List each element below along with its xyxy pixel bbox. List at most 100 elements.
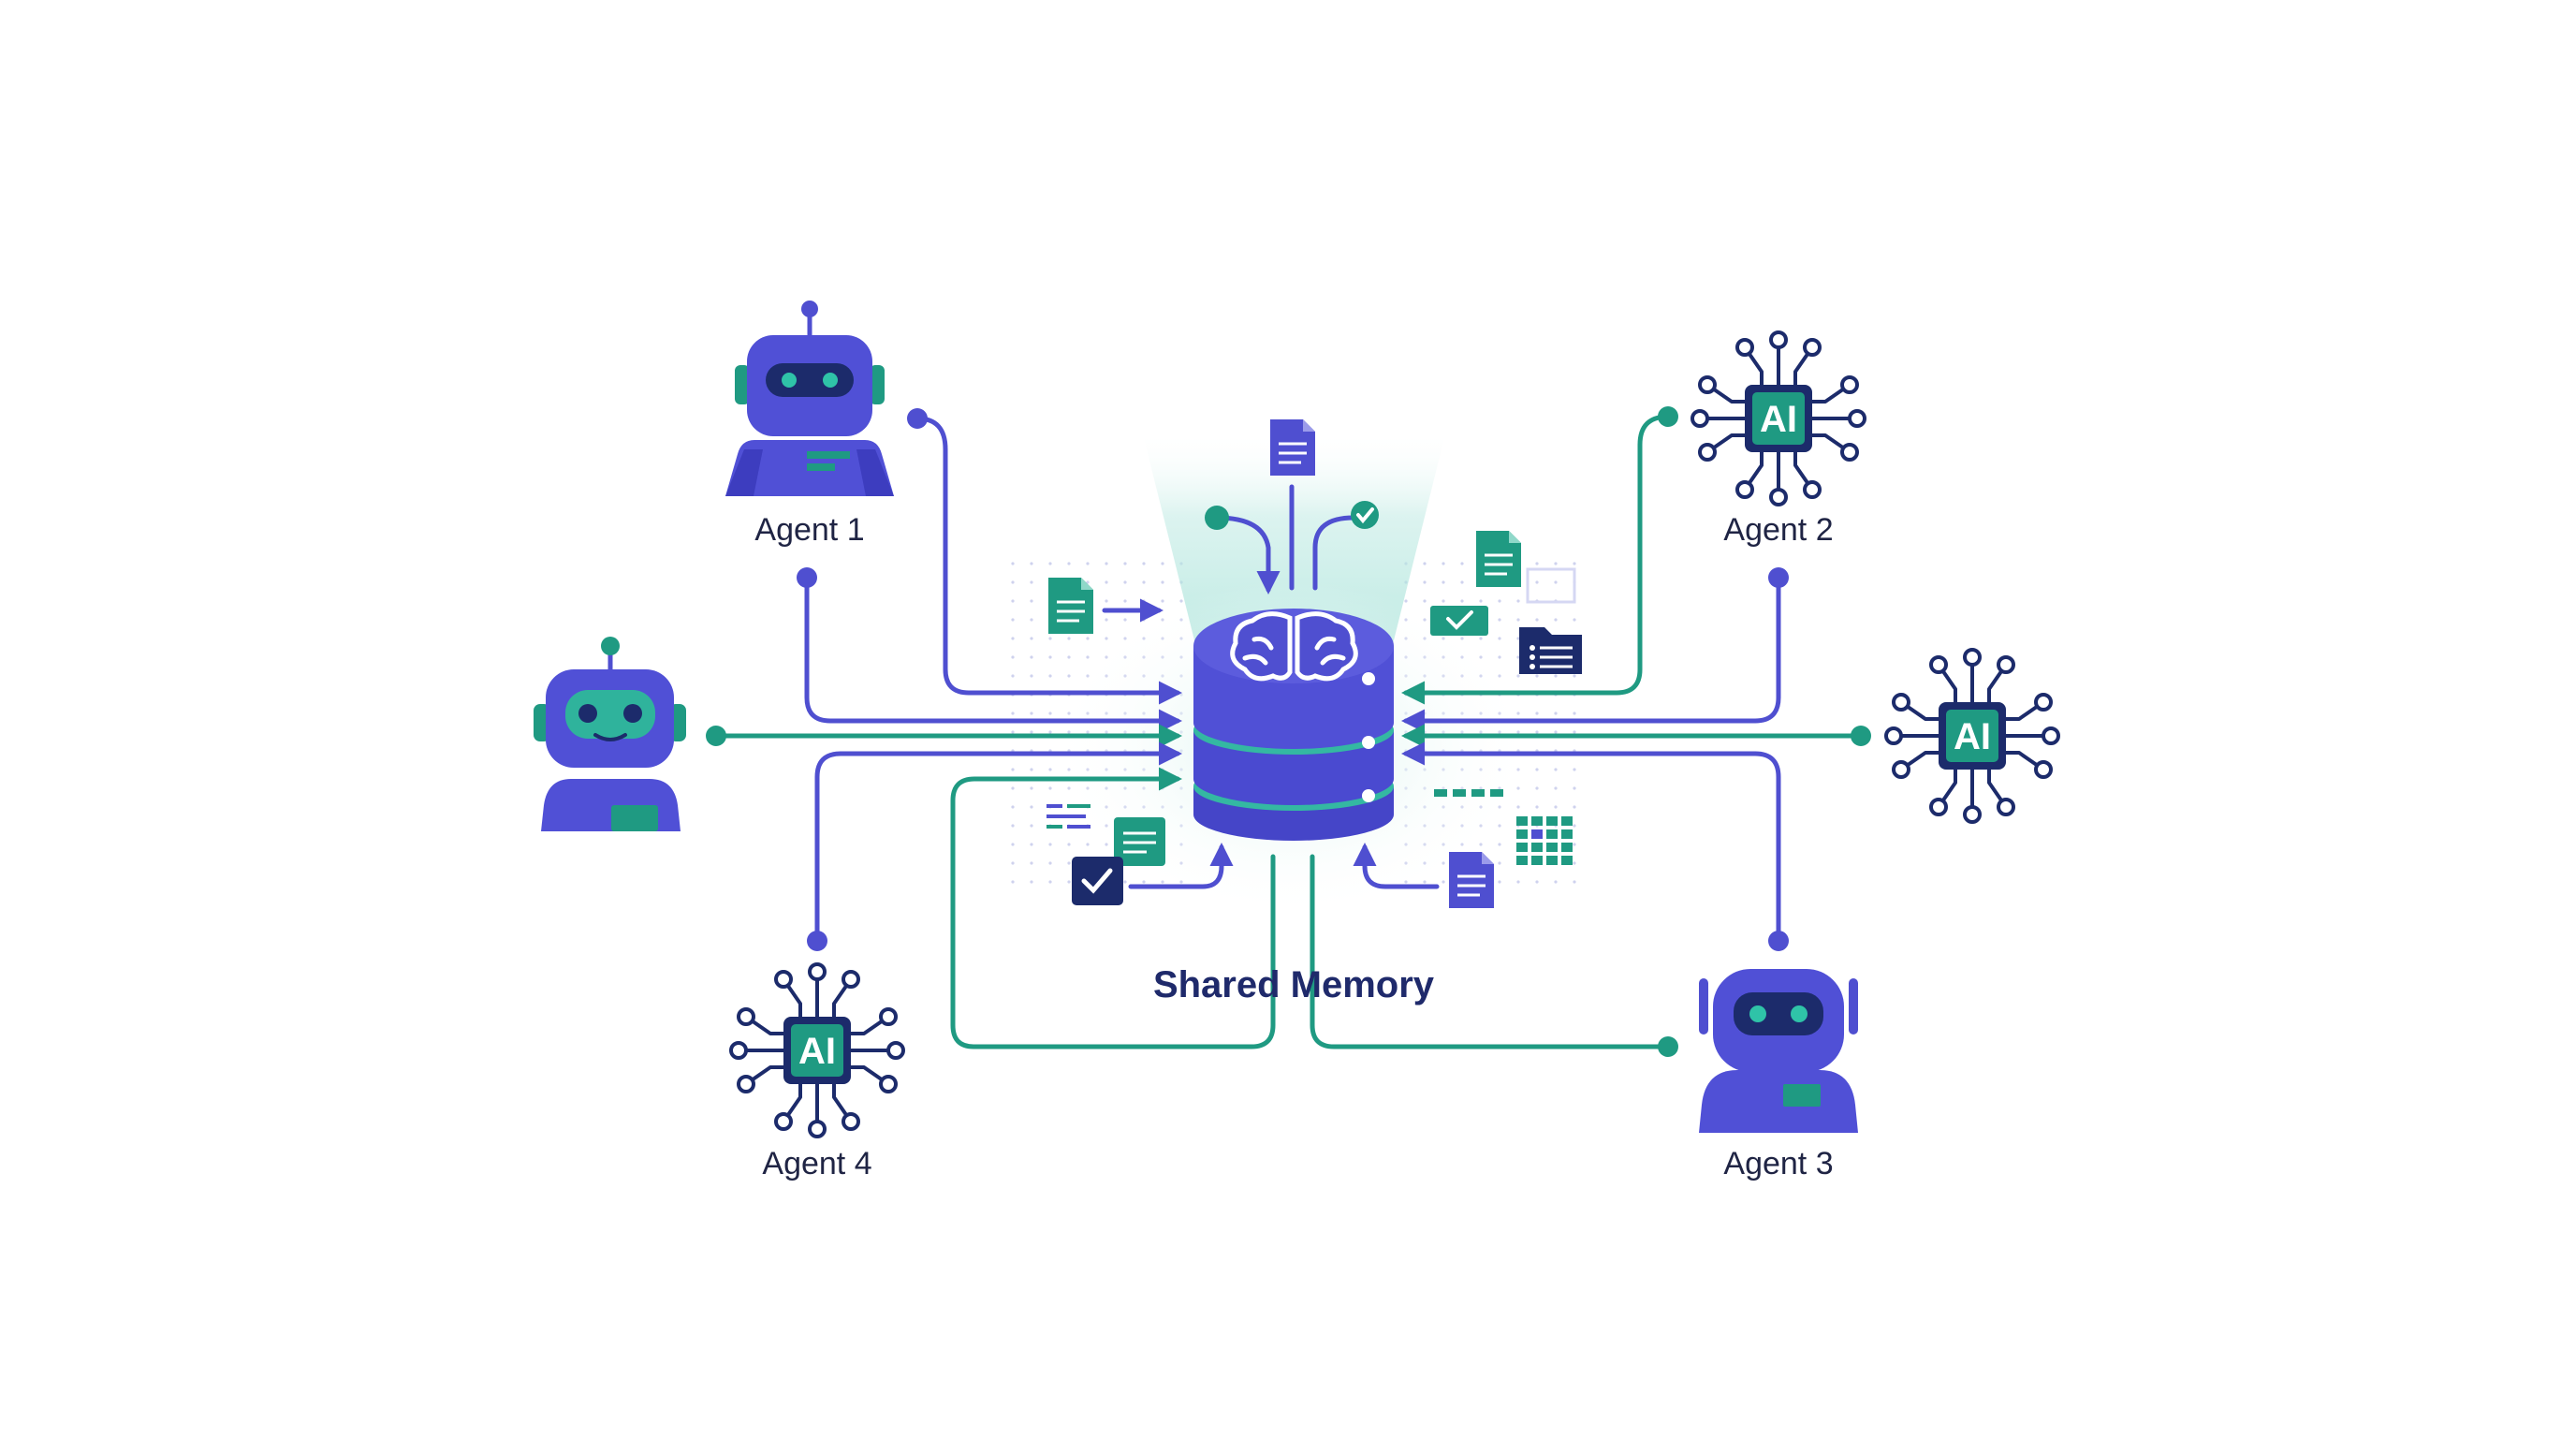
document-icon-left bbox=[1048, 578, 1093, 634]
chip-lead-node bbox=[2042, 726, 2060, 745]
list-icon bbox=[1046, 804, 1090, 829]
chip-lead bbox=[2002, 751, 2045, 771]
connector-lines bbox=[706, 406, 1871, 1057]
chip-lead bbox=[1899, 700, 1942, 721]
chip-lead-node bbox=[2034, 760, 2053, 779]
chip-lead-node bbox=[1997, 798, 2015, 816]
folder-list-icon bbox=[1519, 627, 1582, 674]
chip-lead bbox=[1808, 383, 1852, 404]
chip-text: AI bbox=[1760, 399, 1797, 440]
chip-core bbox=[1946, 710, 1998, 762]
connector-agent2-bottom bbox=[1401, 575, 1781, 733]
chip-lead bbox=[1743, 345, 1764, 389]
chip-lead-node bbox=[879, 1007, 898, 1026]
chip-lead bbox=[832, 977, 853, 1020]
chip-core bbox=[1752, 392, 1805, 445]
chip-lead-node bbox=[1698, 443, 1717, 462]
chip-text: AI bbox=[1954, 716, 1991, 757]
checkbox-icon-right bbox=[1430, 606, 1488, 636]
chip-lead bbox=[847, 1065, 890, 1086]
robot-icon-left bbox=[534, 637, 686, 831]
chip-lead bbox=[744, 1065, 787, 1086]
check-circle-icon bbox=[1351, 501, 1379, 529]
chip-lead bbox=[782, 977, 802, 1020]
chip-lead-node bbox=[1963, 648, 1982, 667]
chip-lead bbox=[1793, 345, 1814, 389]
chip-lead-node bbox=[2034, 693, 2053, 712]
chip-lead-node bbox=[1840, 443, 1859, 462]
chip-lead-node bbox=[1997, 655, 2015, 674]
chip-lead bbox=[1937, 663, 1957, 706]
chip-lead-node bbox=[1803, 480, 1822, 499]
table-icon bbox=[1434, 789, 1503, 797]
agent-3-label: Agent 3 bbox=[1723, 1146, 1833, 1181]
arrow-bottom-right-doc bbox=[1353, 843, 1440, 889]
chip-lead-node bbox=[879, 1075, 898, 1093]
chip-lead bbox=[2002, 700, 2045, 721]
chip-lead-node bbox=[774, 1112, 793, 1131]
chip-lead bbox=[847, 1015, 890, 1035]
brain-icon bbox=[1230, 611, 1358, 682]
chip-lead bbox=[1705, 433, 1749, 454]
robot-icon-agent-1 bbox=[725, 301, 894, 496]
chip-lead-node bbox=[808, 962, 827, 981]
document-icon-bottom-right bbox=[1449, 852, 1494, 908]
chip-lead-node bbox=[1884, 726, 1903, 745]
center-label: Shared Memory bbox=[1153, 964, 1435, 1005]
chip-lead-node bbox=[842, 1112, 860, 1131]
chip-lead-node bbox=[1769, 330, 1788, 349]
chip-lead-node bbox=[737, 1007, 755, 1026]
connector-agent3 bbox=[1401, 741, 1781, 944]
chip-lead bbox=[1937, 766, 1957, 809]
connector-agent2 bbox=[1401, 414, 1671, 705]
connector-agent4 bbox=[814, 741, 1182, 944]
chip-lead-node bbox=[1690, 409, 1709, 428]
agent-1-label: Agent 1 bbox=[754, 512, 864, 548]
connector-agent1-bottom bbox=[804, 575, 1182, 733]
document-icon-top bbox=[1270, 419, 1315, 476]
chip-lead bbox=[1808, 433, 1852, 454]
chip-lead-node bbox=[1892, 693, 1910, 712]
chip-lead-node bbox=[737, 1075, 755, 1093]
robot-icon-agent-3 bbox=[1699, 969, 1858, 1133]
ai-chip-icon-right: AI bbox=[1884, 648, 2060, 824]
chip-lead-node bbox=[1769, 488, 1788, 506]
chip-lead-node bbox=[1848, 409, 1866, 428]
chip-text: AI bbox=[798, 1031, 836, 1072]
chip-lead bbox=[1705, 383, 1749, 404]
chip-lead bbox=[782, 1080, 802, 1123]
faint-doc-icon bbox=[1526, 567, 1576, 604]
chip-lead-node bbox=[842, 970, 860, 989]
arrow-bottom-left-check bbox=[1128, 843, 1234, 889]
chip-lead-node bbox=[808, 1120, 827, 1138]
chip-lead bbox=[1743, 448, 1764, 492]
chip-lead-node bbox=[774, 970, 793, 989]
connector-agent1-top bbox=[915, 416, 1182, 705]
chip-lead bbox=[1987, 663, 2008, 706]
chip-lead bbox=[1793, 448, 1814, 492]
chip-core bbox=[791, 1024, 843, 1077]
chip-lead-node bbox=[1698, 375, 1717, 394]
chip-lead bbox=[832, 1080, 853, 1123]
ai-chip-icon-agent-4: AI bbox=[729, 962, 905, 1138]
connector-top-right bbox=[1312, 515, 1356, 591]
chip-lead-node bbox=[1735, 338, 1754, 357]
chip-lead-node bbox=[1735, 480, 1754, 499]
chip-lead bbox=[1987, 766, 2008, 809]
agent-4-label: Agent 4 bbox=[762, 1146, 871, 1181]
chip-lead-node bbox=[1892, 760, 1910, 779]
checkbox-icon-bottom-left bbox=[1072, 857, 1123, 905]
chip-lead-node bbox=[1840, 375, 1859, 394]
chip-lead-node bbox=[1963, 805, 1982, 824]
chip-lead-node bbox=[886, 1041, 905, 1060]
connector-bottom-right bbox=[1310, 854, 1671, 1049]
grid-icon bbox=[1516, 816, 1573, 865]
ai-chip-icon-agent-2: AI bbox=[1690, 330, 1866, 506]
document-icon-right bbox=[1476, 531, 1521, 587]
document-icon-bottom-left bbox=[1114, 817, 1165, 866]
chip-lead-node bbox=[729, 1041, 748, 1060]
chip-lead bbox=[744, 1015, 787, 1035]
chip-lead bbox=[1899, 751, 1942, 771]
connector-bottom-left bbox=[950, 767, 1276, 1049]
